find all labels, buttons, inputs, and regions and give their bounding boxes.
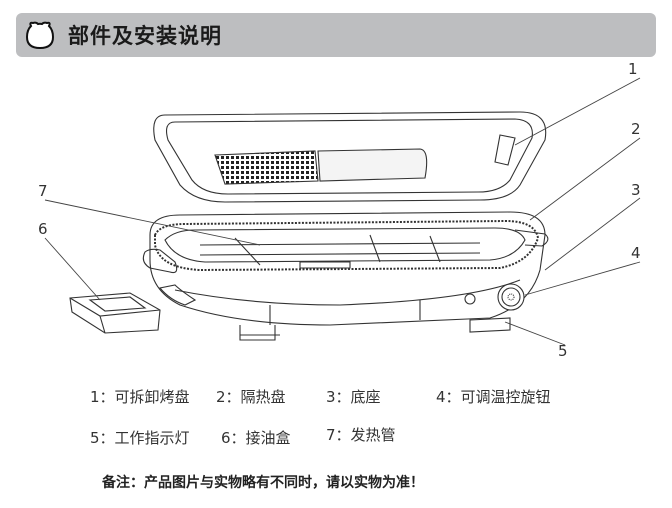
callout-2: 2 bbox=[631, 120, 641, 138]
disclaimer-note: 备注：产品图片与实物略有不同时，请以实物为准！ bbox=[102, 475, 424, 491]
indicator-light bbox=[464, 293, 476, 305]
part-item-6: 6：接油盒 bbox=[221, 429, 291, 447]
callout-6: 6 bbox=[38, 220, 48, 238]
callout-5: 5 bbox=[558, 342, 568, 360]
bear-head-icon bbox=[25, 21, 55, 50]
part-item-5: 5：工作指示灯 bbox=[90, 429, 190, 447]
callout-3: 3 bbox=[631, 181, 641, 199]
part-item-3: 3：底座 bbox=[326, 388, 381, 406]
page-title: 部件及安装说明 bbox=[68, 24, 222, 48]
section-header: 部件及安装说明 bbox=[16, 13, 656, 57]
part-item-7: 7：发热管 bbox=[326, 426, 396, 444]
drip-tray bbox=[69, 292, 161, 334]
grill-plate bbox=[153, 111, 547, 203]
grill-exploded-diagram bbox=[44, 77, 641, 346]
callout-4: 4 bbox=[631, 244, 641, 262]
part-item-1: 1：可拆卸烤盘 bbox=[90, 388, 190, 406]
part-item-4: 4：可调温控旋钮 bbox=[436, 388, 551, 406]
callout-1: 1 bbox=[628, 60, 638, 78]
part-item-2: 2：隔热盘 bbox=[216, 388, 286, 406]
grill-base bbox=[142, 211, 549, 341]
callout-7: 7 bbox=[38, 182, 48, 200]
